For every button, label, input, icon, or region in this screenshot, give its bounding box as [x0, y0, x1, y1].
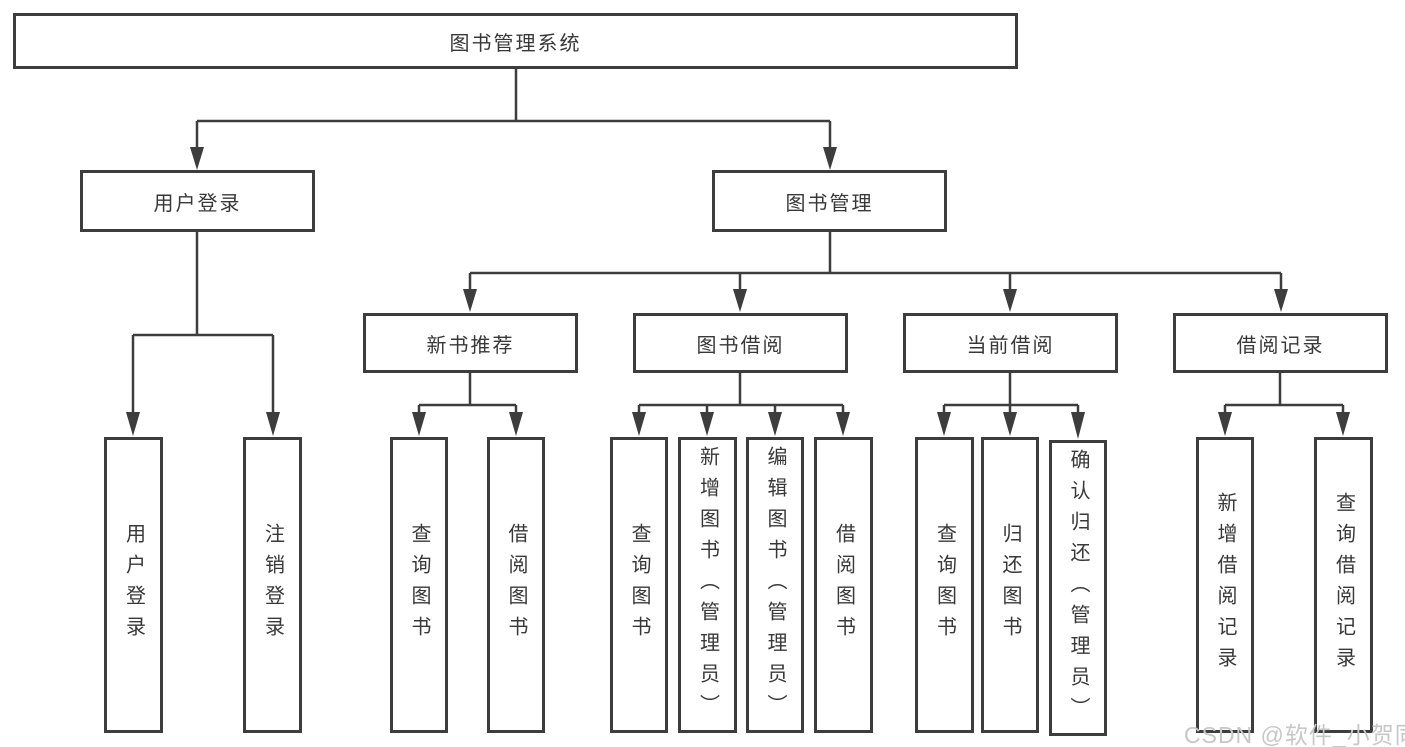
node-root-label: 图书管理系统: [449, 32, 582, 55]
node-leaf-user-login: 用户登录: [104, 437, 163, 733]
arrowhead: [700, 412, 714, 436]
arrowhead: [1336, 412, 1350, 436]
csdn-watermark: CSDN @软件_小贺同学: [1184, 722, 1405, 747]
node-leaf-logout: 注销登录: [243, 437, 302, 733]
arrowhead: [463, 289, 477, 312]
node-leaf-query-books-recommend: 查询图书: [390, 437, 448, 733]
connector-user-login-to-leaves: [126, 231, 280, 436]
node-leaf-confirm-return-admin-label: 确认归还（管理员）: [1067, 448, 1089, 728]
node-leaf-add-borrow-record: 新增借阅记录: [1196, 437, 1254, 733]
arrowhead: [768, 412, 782, 436]
arrowhead: [836, 412, 850, 436]
node-book-borrow: 图书借阅: [633, 313, 848, 373]
node-leaf-borrow-books: 借阅图书: [814, 437, 873, 733]
node-leaf-add-book-admin-label: 新增图书（管理员）: [696, 445, 719, 725]
node-leaf-query-books-recommend-label: 查询图书: [408, 523, 430, 647]
arrowhead: [937, 412, 951, 436]
node-leaf-borrow-books-label: 借阅图书: [832, 523, 855, 647]
arrowhead: [412, 412, 426, 436]
arrowhead: [126, 412, 140, 436]
connector-new-book-to-leaves: [412, 373, 523, 436]
connector-book-management-to-level3: [463, 231, 1288, 312]
node-leaf-edit-book-admin-label: 编辑图书（管理员）: [764, 445, 786, 725]
node-book-management: 图书管理: [712, 170, 947, 232]
node-leaf-query-books-borrow: 查询图书: [610, 437, 668, 733]
node-book-borrow-label: 图书借阅: [696, 334, 785, 357]
node-current-borrow: 当前借阅: [903, 313, 1118, 373]
node-borrow-records: 借阅记录: [1173, 313, 1388, 373]
node-leaf-query-borrow-record: 查询借阅记录: [1314, 437, 1373, 733]
node-borrow-records-label: 借阅记录: [1236, 334, 1325, 357]
node-leaf-add-book-admin: 新增图书（管理员）: [678, 437, 737, 733]
arrowhead: [823, 147, 837, 170]
arrowhead: [733, 289, 747, 312]
arrowhead: [1071, 412, 1085, 439]
node-current-borrow-label: 当前借阅: [966, 334, 1055, 357]
node-book-management-label: 图书管理: [785, 192, 874, 215]
node-leaf-query-books-current-label: 查询图书: [933, 523, 956, 647]
node-leaf-borrow-books-recommend: 借阅图书: [487, 437, 545, 733]
node-leaf-logout-label: 注销登录: [261, 523, 284, 647]
node-leaf-query-books-current: 查询图书: [915, 437, 974, 733]
node-new-book-recommend: 新书推荐: [363, 313, 578, 373]
arrowhead: [1003, 289, 1017, 312]
node-leaf-user-login-label: 用户登录: [122, 523, 145, 647]
node-leaf-return-book: 归还图书: [981, 437, 1039, 733]
node-leaf-query-books-borrow-label: 查询图书: [628, 523, 650, 647]
node-new-book-recommend-label: 新书推荐: [426, 334, 515, 357]
node-root: 图书管理系统: [13, 13, 1018, 69]
connector-book-borrow-to-leaves: [632, 373, 850, 436]
node-leaf-confirm-return-admin: 确认归还（管理员）: [1049, 440, 1107, 736]
arrowhead: [266, 412, 280, 436]
node-leaf-edit-book-admin: 编辑图书（管理员）: [746, 437, 804, 733]
connector-borrow-records-to-leaves: [1218, 373, 1350, 436]
connector-current-borrow-to-leaves: [937, 373, 1085, 439]
node-leaf-add-borrow-record-label: 新增借阅记录: [1214, 492, 1236, 678]
node-leaf-borrow-books-recommend-label: 借阅图书: [505, 523, 527, 647]
node-leaf-return-book-label: 归还图书: [999, 523, 1021, 647]
node-leaf-query-borrow-record-label: 查询借阅记录: [1332, 492, 1355, 678]
arrowhead: [190, 147, 204, 170]
node-user-login: 用户登录: [80, 170, 315, 232]
connector-root-to-level2: [190, 69, 837, 170]
arrowhead: [1003, 412, 1017, 436]
arrowhead: [1274, 289, 1288, 312]
arrowhead: [1218, 412, 1232, 436]
arrowhead: [632, 412, 646, 436]
arrowhead: [509, 412, 523, 436]
node-user-login-label: 用户登录: [153, 192, 242, 215]
